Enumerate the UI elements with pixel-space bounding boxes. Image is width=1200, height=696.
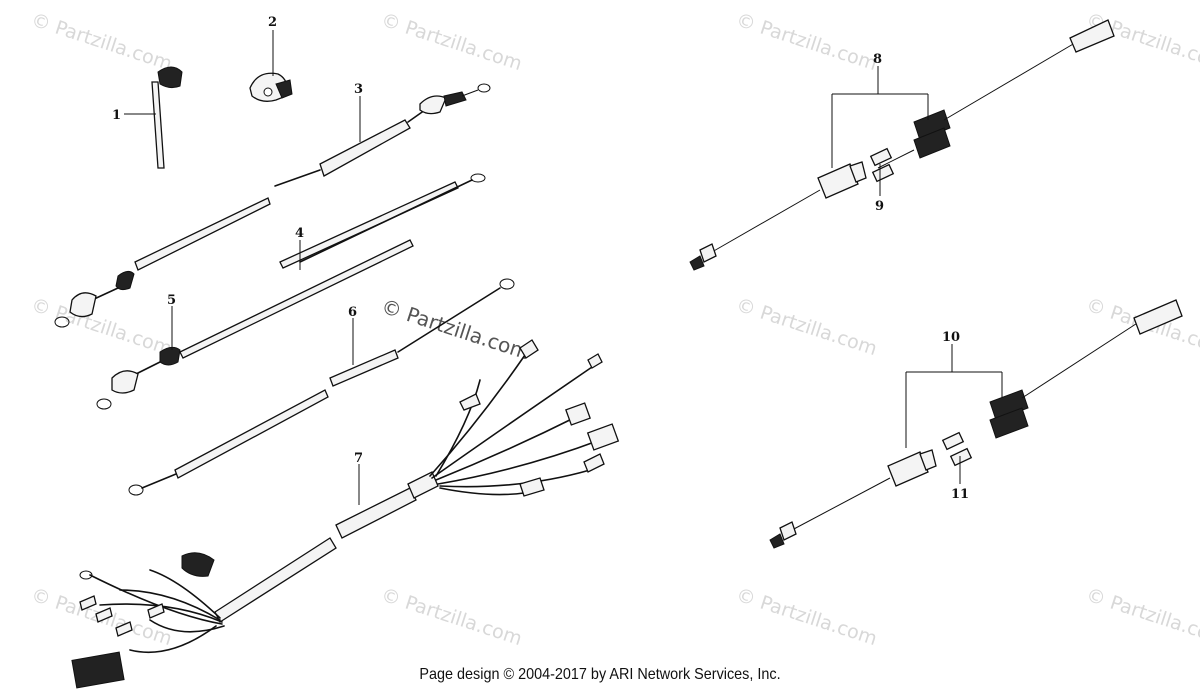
callout-11: 11 [951, 487, 969, 502]
wire-3 [274, 83, 491, 187]
watermark: © Partzilla.com [733, 9, 879, 75]
leader-lines [124, 30, 1003, 505]
callout-3: 3 [354, 82, 363, 97]
watermark: © Partzilla.com [378, 9, 524, 75]
watermark: © Partzilla.com [378, 584, 524, 650]
watermark: © Partzilla.com [28, 294, 174, 360]
wire-5 [96, 239, 414, 410]
connector-wire-10 [769, 299, 1183, 549]
wire-6 [128, 278, 515, 496]
wire-clamp [249, 72, 293, 102]
callout-8: 8 [873, 52, 882, 67]
callout-1: 1 [112, 108, 121, 123]
callout-6: 6 [348, 305, 357, 320]
callout-labels: 1 2 3 4 5 6 7 8 9 10 11 [112, 15, 969, 502]
watermark: © Partzilla.com [28, 9, 174, 75]
watermark-layer: © Partzilla.com © Partzilla.com © Partzi… [28, 9, 1200, 650]
wire-4 [54, 173, 486, 328]
callout-9: 9 [875, 199, 884, 214]
callout-5: 5 [167, 293, 176, 308]
callout-2: 2 [268, 15, 277, 30]
watermark: © Partzilla.com [1083, 584, 1200, 650]
watermark: © Partzilla.com [733, 294, 879, 360]
callout-10: 10 [942, 330, 960, 345]
wiring-harness [71, 339, 620, 689]
cable-tie [151, 66, 183, 169]
watermark: © Partzilla.com [733, 584, 879, 650]
connector-wire-8 [689, 19, 1115, 271]
callout-7: 7 [354, 451, 363, 466]
watermark-center: © Partzilla.com [378, 294, 532, 365]
callout-4: 4 [295, 226, 304, 241]
page-footer: Page design © 2004-2017 by ARI Network S… [419, 666, 781, 683]
